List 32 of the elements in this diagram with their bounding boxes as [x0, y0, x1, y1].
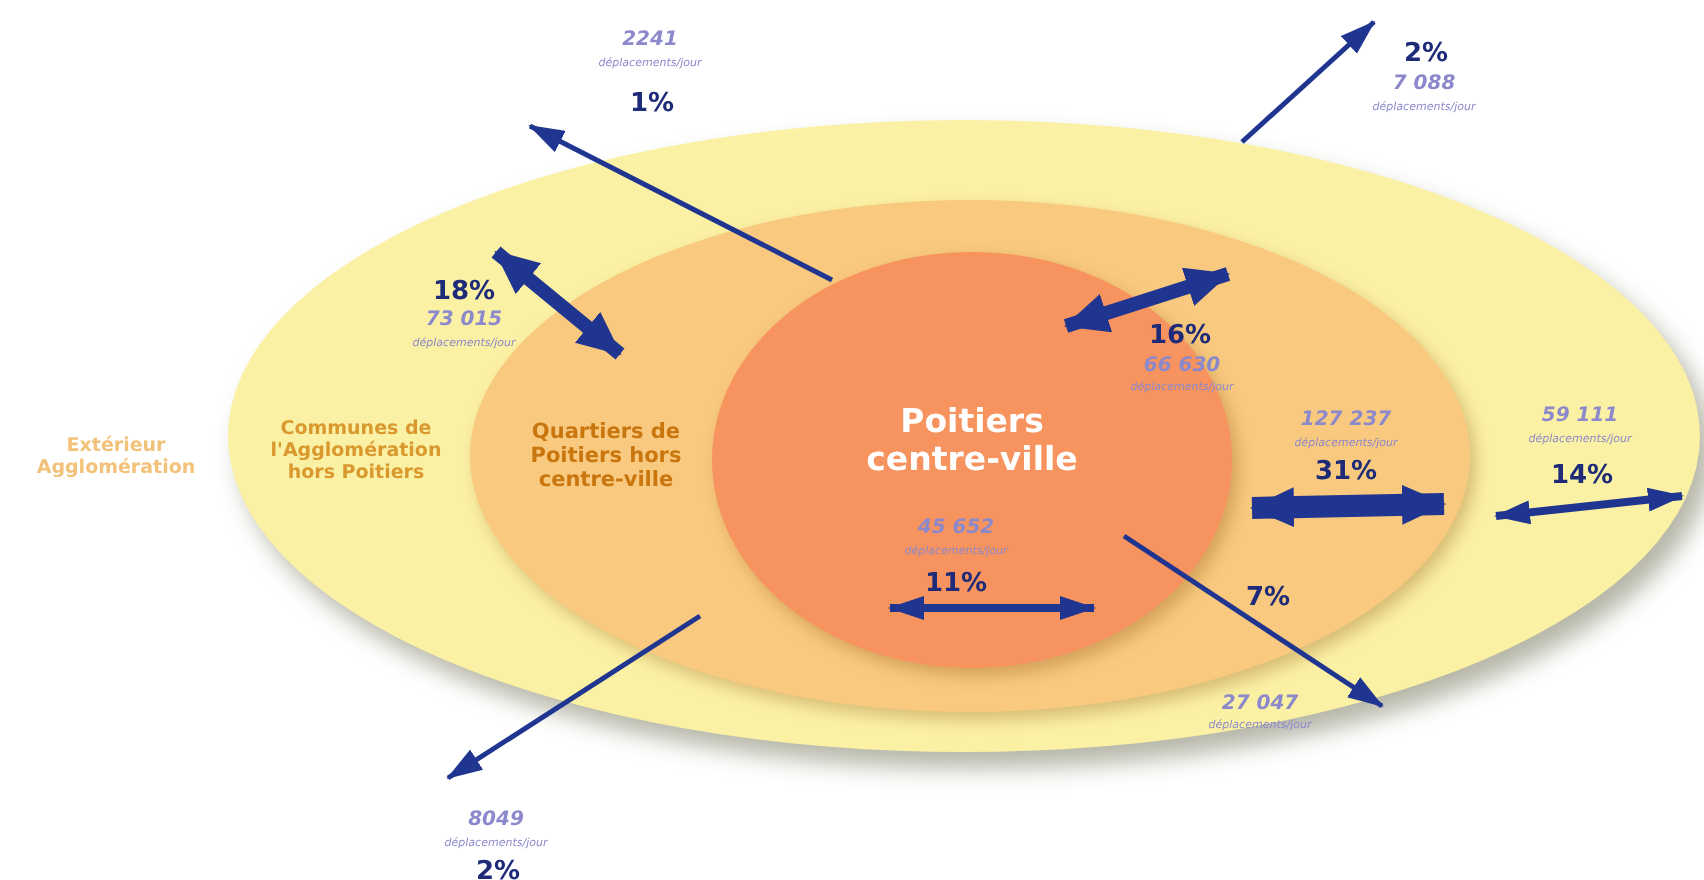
- trip-count: 45 652: [917, 517, 995, 539]
- flow-arrow: [446, 613, 702, 781]
- trip-count: 8049: [468, 809, 524, 831]
- trip-count: 27 047: [1221, 693, 1299, 715]
- trip-count: 7 088: [1392, 73, 1456, 95]
- percentage: 16%: [1148, 321, 1212, 351]
- percentage: 31%: [1314, 457, 1378, 487]
- flow-arrow: [1240, 20, 1376, 144]
- percentage: 2%: [1403, 39, 1449, 69]
- trip-count: 2241: [622, 29, 678, 51]
- percentage: 11%: [924, 569, 988, 599]
- flow-arrow: [1063, 267, 1231, 333]
- zone-ellipse: [712, 252, 1232, 668]
- flow-arrow: [1250, 484, 1446, 528]
- percentage: 14%: [1550, 461, 1614, 491]
- zone-label: Quartiers de Poitiers hors centre-ville: [528, 420, 684, 493]
- trip-count: 59 111: [1541, 405, 1619, 427]
- zone-label: Poitiers centre-ville: [864, 404, 1080, 480]
- zone-label: Extérieur Agglomération: [34, 435, 198, 481]
- trip-count: 73 015: [425, 309, 503, 331]
- flow-arrow: [1122, 533, 1384, 709]
- flow-arrow: [1494, 487, 1684, 525]
- flow-arrow: [528, 123, 834, 283]
- percentage: 1%: [629, 89, 675, 119]
- trip-count: 66 630: [1143, 355, 1221, 377]
- flow-arrow: [491, 246, 625, 360]
- percentage: 7%: [1245, 583, 1291, 613]
- percentage: 18%: [432, 277, 496, 307]
- percentage: 2%: [475, 857, 521, 880]
- zone-ellipse: [228, 120, 1700, 752]
- trip-count: 127 237: [1300, 409, 1392, 431]
- zone-label: Communes de l'Agglomération hors Poitiers: [268, 420, 444, 486]
